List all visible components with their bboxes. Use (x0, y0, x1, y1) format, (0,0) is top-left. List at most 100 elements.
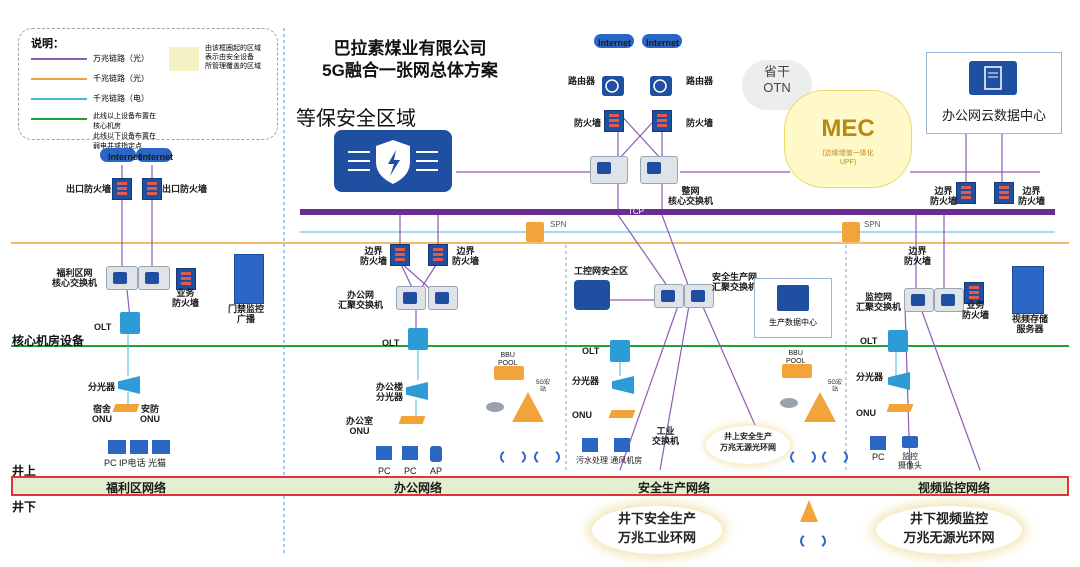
access-control-label: 门禁监控 广播 (228, 304, 265, 325)
office-olt-label: OLT (382, 338, 400, 348)
industrial-switch-label: 工业 交换机 (652, 426, 680, 447)
mec-label: MEC (821, 115, 875, 142)
spn-icon (842, 222, 860, 242)
signal-icon (534, 448, 560, 466)
underground-safety-ring: 井下安全生产 万兆工业环网 (592, 506, 722, 554)
security-zone-label: 等保安全区域 (296, 108, 416, 130)
server-icon (777, 285, 809, 311)
pc-icon (402, 446, 418, 460)
router-icon (650, 76, 672, 96)
internet-cloud-icon (100, 148, 136, 162)
monitor-agg-label: 监控网 汇聚交换机 (856, 292, 902, 313)
legend-item-1g-electric: 千兆链路（电） (31, 93, 161, 103)
office-agg-switch-icon (396, 286, 426, 310)
network-office: 办公网络 (394, 481, 443, 495)
legend-area-swatch (169, 47, 199, 71)
internet-cloud-1: Internet (108, 152, 142, 162)
internet-cloud-icon (642, 34, 682, 48)
above-ground-label: 井上 (12, 464, 37, 478)
onu-icon (886, 404, 914, 412)
legend-text: 千兆链路（电） (93, 94, 149, 103)
spn-icon (526, 222, 544, 242)
office-splitter-label: 办公楼 分光器 (376, 382, 404, 403)
otn-cloud: 省干 OTN (742, 60, 812, 110)
router-icon (602, 76, 624, 96)
router-label-2: 路由器 (686, 76, 714, 86)
legend-item-core-line: 此线以上设备布置在核心机房 此线以下设备布置在弱电井或指定点 (31, 113, 161, 150)
office-cloud-label: 办公网云数据中心 (941, 108, 1046, 123)
firewall-icon (390, 244, 410, 266)
industrial-shield-icon (574, 280, 610, 310)
safety-olt-label: OLT (582, 346, 600, 356)
welfare-core-switch-icon (106, 266, 138, 290)
monitor-agg-switch-icon (904, 288, 934, 312)
splitter-icon (406, 382, 428, 400)
pc-icon (130, 440, 148, 454)
exit-firewall-label-2: 出口防火墙 (162, 184, 208, 194)
office-agg-switch-icon (428, 286, 458, 310)
spn-label-2: SPN (864, 220, 881, 229)
firewall-icon (112, 178, 132, 200)
pc-icon (376, 446, 392, 460)
monitor-agg-switch-icon (934, 288, 964, 312)
ring-up-bubble: 井上安全生产 万兆无源光环网 (706, 426, 790, 464)
core-switch-label: 整网 核心交换机 (668, 186, 714, 207)
olt-icon (408, 328, 428, 350)
below-ground-label: 井下 (12, 500, 37, 514)
firewall-icon (176, 268, 196, 290)
network-welfare: 福利区网络 (106, 481, 167, 495)
office-border-fw-label-1: 边界 防火墙 (360, 246, 388, 267)
mec-cloud: MEC (边缘增值一体化 UPF) (784, 90, 912, 188)
video-storage-server-icon (1012, 266, 1044, 314)
server-icon (969, 61, 1017, 95)
splitter-icon (118, 376, 140, 394)
terminal-row-label: PC IP电话 光猫 (104, 458, 167, 468)
safety-agg-label: 安全生产网 汇聚交换机 (712, 272, 758, 293)
core-room-label: 核心机房设备 (12, 334, 85, 348)
legend-item-10g-optical: 万兆链路（光） (31, 53, 161, 63)
backbone-label: TCP (628, 207, 644, 216)
security-onu-label: 安防 ONU (140, 404, 160, 425)
dorm-onu-label: 宿舍 ONU (92, 404, 112, 425)
disk-icon (486, 402, 504, 412)
video-pc-label: PC (872, 452, 885, 462)
camera-label: 监控 摄像头 (898, 452, 922, 471)
production-datacenter: 生产数据中心 (754, 278, 832, 338)
network-safety: 安全生产网络 (638, 481, 711, 495)
welfare-core-switch-icon (138, 266, 170, 290)
welfare-biz-fw-label: 业务 防火墙 (172, 288, 200, 309)
border-fw-label-right-1: 边界 防火墙 (930, 186, 958, 207)
office-cloud-datacenter: 办公网云数据中心 (926, 52, 1062, 134)
camera-icon (902, 436, 918, 448)
video-splitter-label: 分光器 (856, 372, 884, 382)
pc-icon (108, 440, 126, 454)
backbone-bus (300, 209, 1055, 215)
onu-icon (112, 404, 140, 412)
legend: 说明： 万兆链路（光） 千兆链路（光） 千兆链路（电） 此线以上设备布置在核心机… (18, 28, 278, 150)
signal-icon (500, 448, 526, 466)
internet-cloud-2: Internet (140, 152, 174, 162)
safety-onu-label: ONU (572, 410, 592, 420)
signal-icon (800, 532, 826, 550)
olt-icon (610, 340, 630, 362)
onu-icon (608, 410, 636, 418)
router-label-1: 路由器 (568, 76, 596, 86)
legend-area-text: 由该框圈起的区域 表示由安全设备 所管理覆盖的区域 (205, 45, 261, 70)
safety-splitter-label: 分光器 (572, 376, 600, 386)
legend-text: 万兆链路（光） (93, 54, 149, 63)
firewall-icon (604, 110, 624, 132)
network-band (11, 476, 1069, 496)
safety-agg-switch-icon (684, 284, 714, 308)
olt-icon (888, 330, 908, 352)
spn-label-1: SPN (550, 220, 567, 229)
underground-video-ring: 井下视频监控 万兆无源光环网 (876, 506, 1022, 554)
firewall-label-1: 防火墙 (574, 118, 602, 128)
office-agg-label: 办公网 汇聚交换机 (338, 290, 384, 311)
security-shield-icon (334, 130, 452, 192)
legend-item-1g-optical: 千兆链路（光） (31, 73, 161, 83)
sewage-label: 污水处理 通风机房 (576, 456, 643, 465)
otn-label: 省干 OTN (763, 64, 791, 96)
ap-icon (430, 446, 442, 462)
production-dc-label: 生产数据中心 (769, 318, 817, 327)
firewall-icon (994, 182, 1014, 204)
